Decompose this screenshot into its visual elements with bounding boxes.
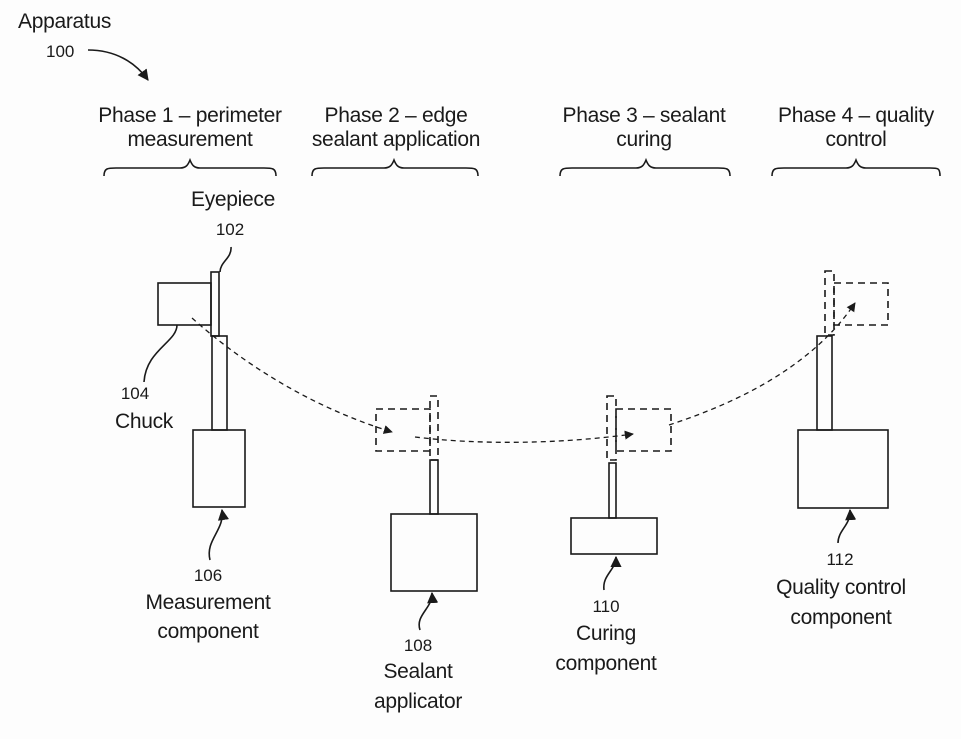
phase-4-ghost-chuck: [833, 282, 889, 326]
phase-4-line1: Phase 4 – quality: [777, 104, 934, 127]
curing-ref: 110: [592, 597, 620, 616]
measurement-shaft: [211, 335, 228, 431]
eyepiece-ref: 102: [215, 220, 245, 239]
quality-control-shaft: [816, 335, 833, 431]
motion-path-3-to-4: [668, 302, 856, 426]
chuck-ref: 104: [120, 384, 150, 403]
phase-2-line1: Phase 2 – edge: [324, 104, 468, 127]
curing-shaft: [608, 462, 617, 519]
phase-3-line2: curing: [616, 128, 672, 151]
quality-control-line2: component: [790, 606, 892, 629]
sealant-applicator-shaft: [429, 459, 439, 515]
sealant-applicator-line1: Sealant: [383, 660, 453, 683]
phase-2-brace: [311, 157, 479, 177]
measurement-leader-arrow: [208, 508, 230, 561]
phase-4-line2: control: [825, 128, 887, 151]
apparatus-ref: 100: [46, 42, 75, 61]
quality-control-leader-arrow: [837, 508, 857, 544]
eyepiece-bar: [210, 271, 220, 337]
phase-2-line2: sealant application: [311, 128, 481, 151]
curing-label: Curing component: [536, 622, 676, 676]
phase-3-ghost-eyepiece: [606, 395, 617, 461]
phase-1-brace: [103, 157, 277, 177]
motion-path-1-to-2: [191, 317, 393, 434]
sealant-applicator-leader-arrow: [418, 591, 439, 631]
eyepiece-leader: [219, 246, 232, 273]
apparatus-arrow: [87, 49, 149, 81]
quality-control-box: [797, 429, 889, 509]
sealant-applicator-box: [390, 513, 478, 592]
phase-2-ghost-chuck: [375, 408, 431, 452]
phase-1-line2: measurement: [127, 128, 253, 151]
phase-3-ghost-chuck: [615, 408, 672, 452]
sealant-applicator-ref: 108: [403, 636, 433, 655]
chuck-leader: [143, 324, 178, 383]
phase-1-line1: Phase 1 – perimeter: [98, 104, 282, 127]
quality-control-ref: 112: [826, 550, 854, 569]
eyepiece-label: Eyepiece: [191, 188, 275, 211]
phase-4-title: Phase 4 – quality control: [756, 104, 956, 152]
apparatus-label: Apparatus: [18, 10, 112, 33]
phase-3-line1: Phase 3 – sealant: [562, 104, 726, 127]
sealant-applicator-label: Sealant applicator: [358, 660, 478, 714]
quality-control-label: Quality control component: [756, 576, 926, 630]
measurement-component-box: [192, 429, 246, 508]
curing-leader-arrow: [603, 555, 622, 591]
curing-line2: component: [555, 652, 657, 675]
phase-4-brace: [771, 157, 941, 177]
quality-control-line1: Quality control: [776, 576, 906, 599]
phase-1-title: Phase 1 – perimeter measurement: [82, 104, 298, 152]
measurement-ref: 106: [193, 566, 223, 585]
curing-line1: Curing: [575, 622, 637, 645]
measurement-line1: Measurement: [145, 591, 271, 614]
sealant-applicator-line2: applicator: [373, 690, 463, 713]
measurement-label: Measurement component: [128, 591, 288, 644]
phase-2-title: Phase 2 – edge sealant application: [296, 104, 496, 152]
chuck-box: [157, 282, 212, 326]
chuck-label: Chuck: [114, 410, 174, 433]
phase-2-ghost-eyepiece: [429, 395, 439, 461]
measurement-line2: component: [157, 620, 259, 643]
curing-component-box: [570, 517, 658, 555]
motion-path-2-to-3: [414, 430, 634, 443]
phase-4-ghost-eyepiece: [824, 270, 835, 336]
phase-3-brace: [559, 157, 731, 177]
phase-3-title: Phase 3 – sealant curing: [544, 104, 744, 152]
